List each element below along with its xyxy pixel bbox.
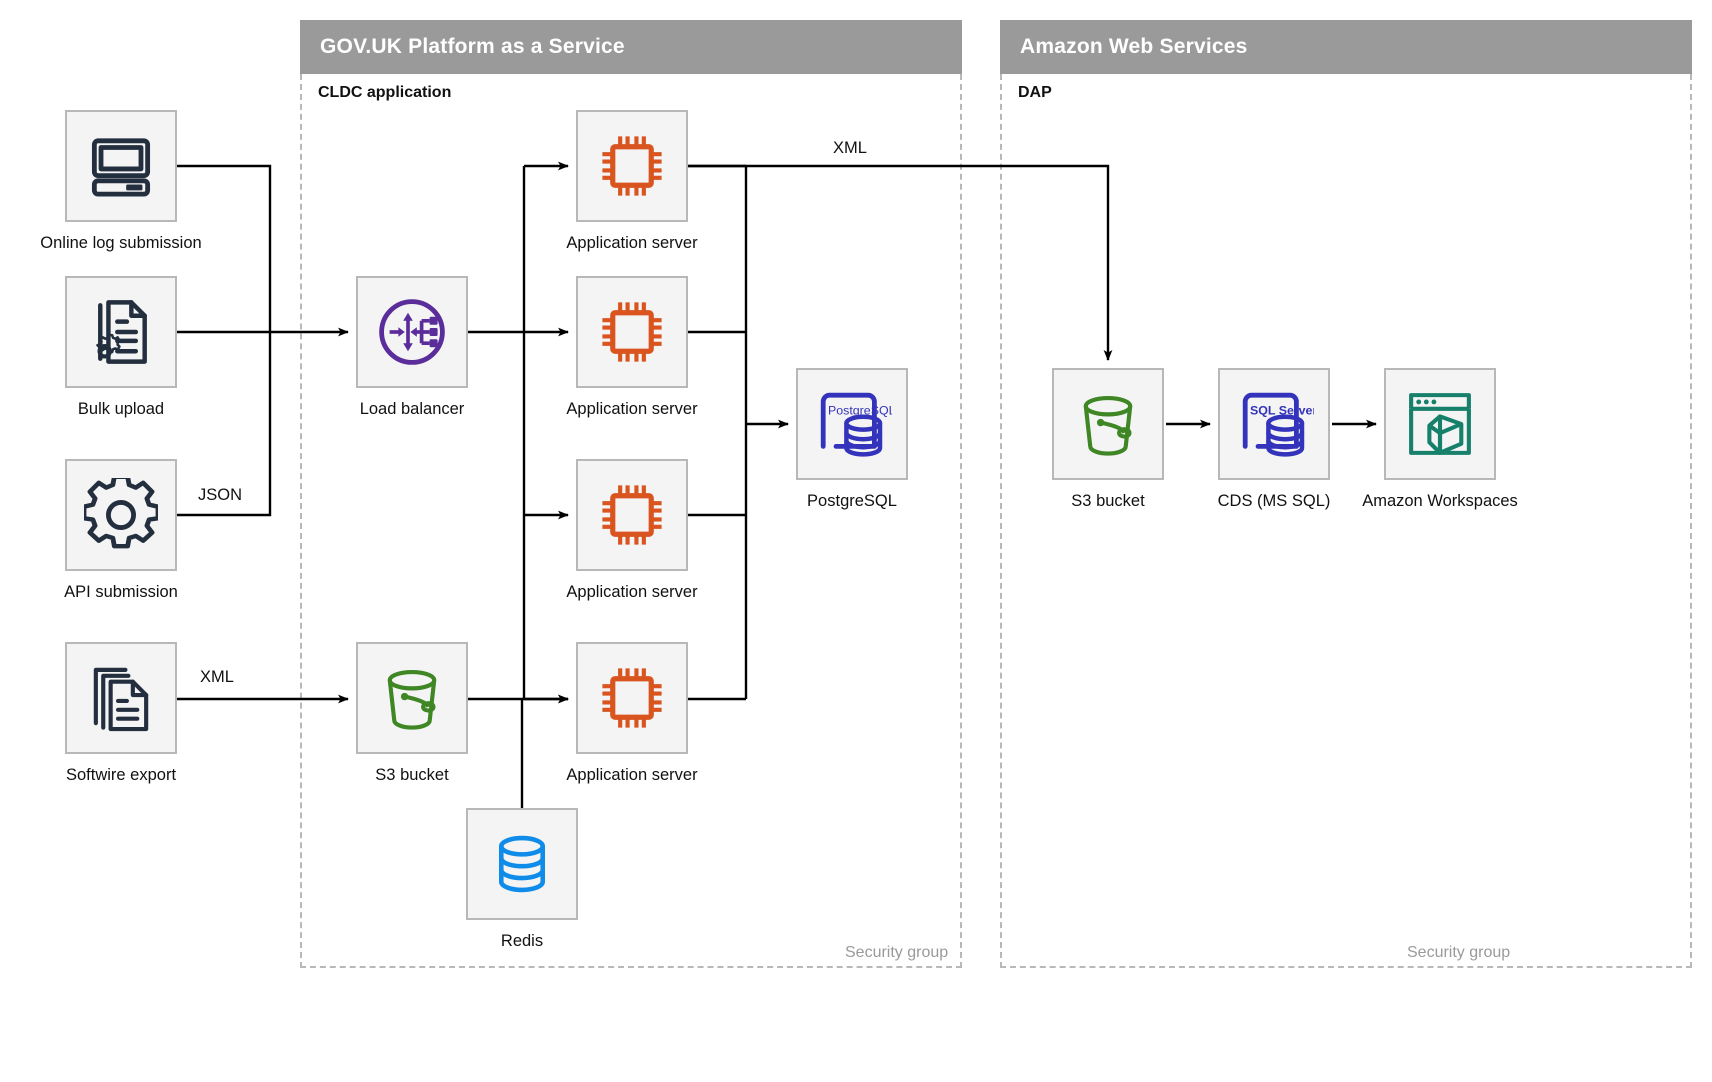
node-softwire-export[interactable]: Softwire export bbox=[65, 642, 177, 784]
amazon-workspaces-icon bbox=[1409, 393, 1471, 455]
edge-label-xml-dap: XML bbox=[833, 139, 867, 157]
node-load-balancer[interactable]: Load balancer bbox=[356, 276, 468, 418]
node-label: Load balancer bbox=[359, 400, 465, 418]
group-header-aws: Amazon Web Services bbox=[1000, 20, 1692, 74]
node-s3-bucket-paas[interactable]: S3 bucket bbox=[356, 642, 468, 784]
edge-app1-to-aws-s3 bbox=[688, 164, 1113, 361]
node-api-submission[interactable]: API submission bbox=[64, 459, 178, 601]
node-postgresql[interactable]: PostgreSQL PostgreSQL bbox=[796, 368, 908, 510]
documents-stack-icon bbox=[93, 667, 149, 732]
node-online-log-submission[interactable]: Online log submission bbox=[40, 110, 202, 252]
node-label: Online log submission bbox=[40, 234, 202, 252]
node-label: Application server bbox=[566, 234, 698, 252]
node-label: Bulk upload bbox=[77, 400, 165, 418]
node-tile bbox=[65, 642, 177, 754]
node-label: Softwire export bbox=[65, 766, 177, 784]
node-tile bbox=[356, 276, 468, 388]
node-tile bbox=[576, 276, 688, 388]
node-label: Application server bbox=[566, 400, 698, 418]
node-label: PostgreSQL bbox=[807, 492, 897, 510]
group-subtitle-dap: DAP bbox=[1018, 84, 1052, 101]
node-bulk-upload[interactable]: Bulk upload bbox=[65, 276, 177, 418]
redis-database-icon bbox=[498, 835, 546, 893]
node-tile bbox=[356, 642, 468, 754]
node-label: Application server bbox=[566, 583, 698, 601]
security-group-label-paas: Security group bbox=[845, 944, 949, 961]
node-label: S3 bucket bbox=[1071, 492, 1145, 510]
cpu-chip-icon bbox=[602, 668, 662, 728]
edge-label-xml-softwire: XML bbox=[200, 668, 234, 686]
node-tile bbox=[576, 110, 688, 222]
group-title-aws: Amazon Web Services bbox=[1020, 35, 1248, 58]
desktop-computer-icon bbox=[91, 138, 151, 197]
group-box-paas bbox=[300, 74, 962, 968]
node-tile bbox=[466, 808, 578, 920]
node-tile: SQL Server bbox=[1218, 368, 1330, 480]
node-tile bbox=[1384, 368, 1496, 480]
node-s3-bucket-aws[interactable]: S3 bucket bbox=[1052, 368, 1164, 510]
node-application-server-4[interactable]: Application server bbox=[566, 642, 698, 784]
s3-bucket-icon bbox=[387, 670, 437, 730]
node-application-server-3[interactable]: Application server bbox=[566, 459, 698, 601]
node-redis[interactable]: Redis bbox=[466, 808, 578, 950]
cpu-chip-icon bbox=[602, 302, 662, 362]
node-label: S3 bucket bbox=[375, 766, 449, 784]
node-tile bbox=[1052, 368, 1164, 480]
node-application-server-2[interactable]: Application server bbox=[566, 276, 698, 418]
group-box-aws bbox=[1000, 74, 1692, 968]
load-balancer-icon bbox=[379, 299, 445, 365]
node-label: Redis bbox=[500, 932, 544, 950]
edge-online-log-to-trunk bbox=[177, 164, 272, 332]
postgresql-icon: PostgreSQL bbox=[820, 392, 892, 457]
sql-server-icon: SQL Server bbox=[1242, 392, 1314, 457]
group-header-paas: GOV.UK Platform as a Service bbox=[300, 20, 962, 74]
sql-server-badge-text: SQL Server bbox=[1250, 403, 1314, 417]
node-tile bbox=[65, 110, 177, 222]
group-subtitle-cldc: CLDC application bbox=[318, 84, 452, 101]
document-gear-icon bbox=[96, 300, 147, 364]
node-application-server-1[interactable]: Application server bbox=[566, 110, 698, 252]
edge-label-json: JSON bbox=[198, 486, 243, 504]
postgresql-badge-text: PostgreSQL bbox=[828, 403, 892, 417]
node-tile: PostgreSQL bbox=[796, 368, 908, 480]
node-amazon-workspaces[interactable]: Amazon Workspaces bbox=[1362, 368, 1518, 510]
node-tile bbox=[576, 642, 688, 754]
s3-bucket-icon bbox=[1083, 396, 1133, 456]
node-label: Application server bbox=[566, 766, 698, 784]
node-label: CDS (MS SQL) bbox=[1217, 492, 1331, 510]
node-label: Amazon Workspaces bbox=[1362, 492, 1518, 510]
node-tile bbox=[65, 459, 177, 571]
node-cds-ms-sql[interactable]: SQL Server CDS (MS SQL) bbox=[1218, 368, 1330, 510]
node-tile bbox=[65, 276, 177, 388]
cpu-chip-icon bbox=[602, 485, 662, 545]
node-label: API submission bbox=[64, 583, 178, 601]
gear-icon bbox=[84, 478, 158, 549]
edge-api-to-trunk bbox=[177, 332, 272, 517]
node-tile bbox=[576, 459, 688, 571]
group-title-paas: GOV.UK Platform as a Service bbox=[320, 35, 625, 58]
security-group-label-aws: Security group bbox=[1407, 944, 1511, 961]
cpu-chip-icon bbox=[602, 136, 662, 196]
